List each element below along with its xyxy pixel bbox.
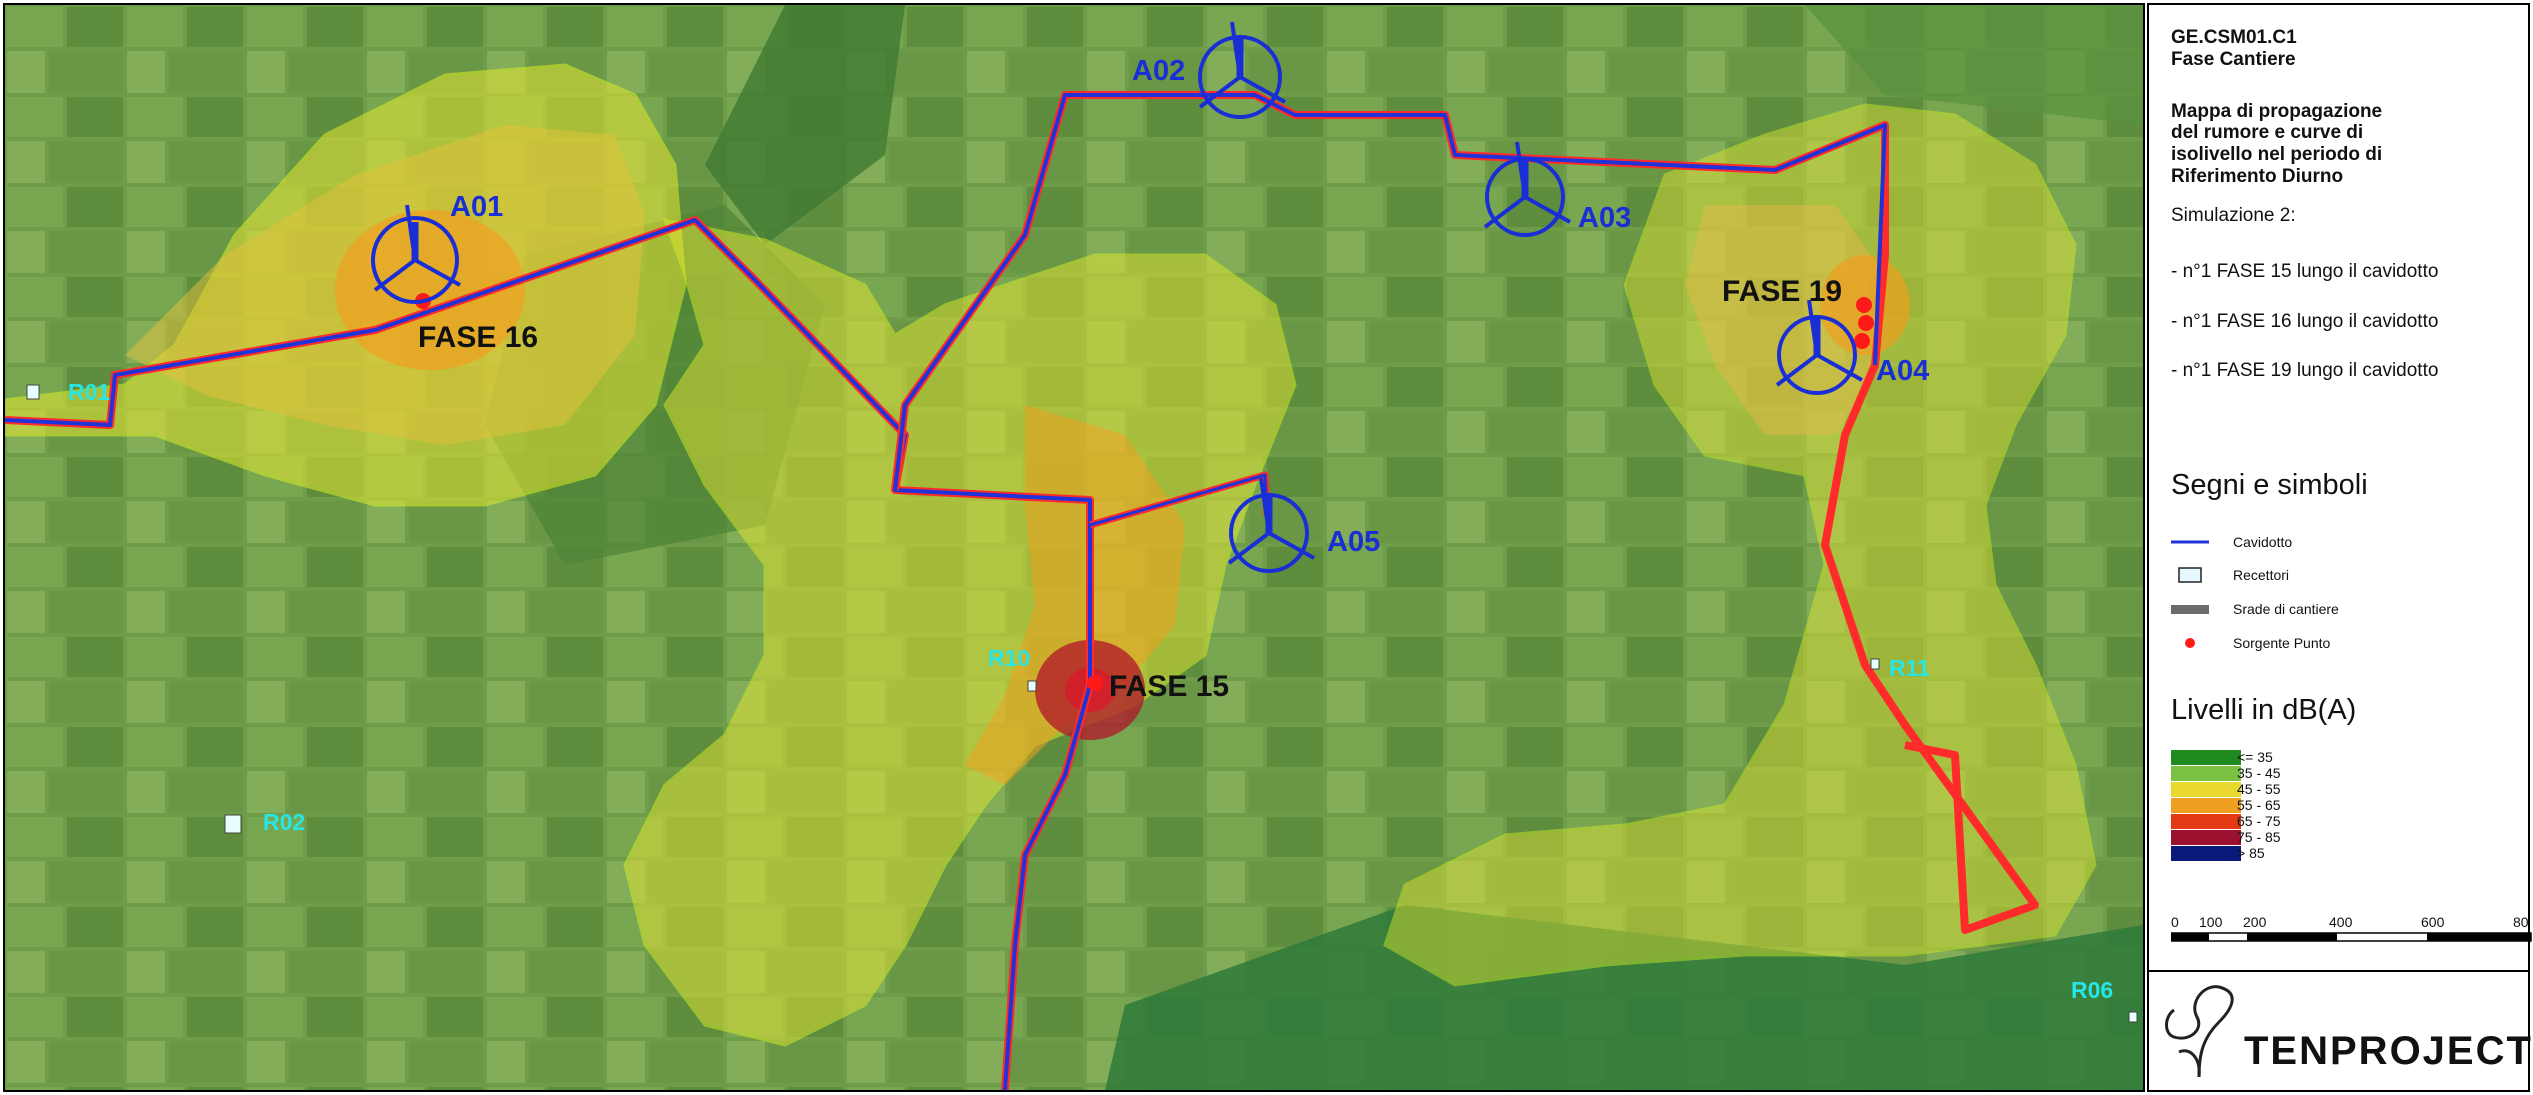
cavidotto-network <box>5 91 2039 1090</box>
receptor-label-r01: R01 <box>68 379 111 405</box>
turbine-label-a02: A02 <box>1132 55 1186 87</box>
ginkgo-leaf-icon <box>2165 985 2234 1078</box>
simulation-item-2: - n°1 FASE 16 lungo il cavidotto <box>2171 311 2439 332</box>
forest-patch <box>1805 5 2143 125</box>
level-swatch <box>2171 846 2241 861</box>
level-swatch <box>2171 814 2241 829</box>
logo-text: TENPROJECT <box>2244 1029 2533 1073</box>
company-logo: TENPROJECT <box>2149 970 2531 1092</box>
level-label: 75 - 85 <box>2237 829 2281 845</box>
document-phase: Fase Cantiere <box>2171 49 2296 70</box>
receptor-label-r10: R10 <box>988 645 1031 671</box>
levels-title: Livelli in dB(A) <box>2171 694 2357 726</box>
level-swatch <box>2171 766 2241 781</box>
turbine-icons <box>371 21 1863 573</box>
blue-line-icon <box>2171 540 2209 544</box>
map-title-line-3: isolivello nel periodo di <box>2171 144 2383 165</box>
scale-tick-200: 200 <box>2243 914 2267 930</box>
level-label: 65 - 75 <box>2237 813 2281 829</box>
legend-panel: GE.CSM01.C1 Fase Cantiere Mappa di propa… <box>2147 3 2533 1092</box>
level-label: 55 - 65 <box>2237 797 2281 813</box>
turbine-label-a04: A04 <box>1876 355 1930 387</box>
noise-map[interactable]: A01 A02 A03 A04 A05 FASE 16 FASE 19 FASE… <box>3 3 2145 1092</box>
receptor-label-r11: R11 <box>1889 655 1930 681</box>
scale-tick-800: 80 <box>2513 914 2529 930</box>
scale-tick-400: 400 <box>2329 914 2353 930</box>
level-swatch <box>2171 782 2241 797</box>
scale-tick-600: 600 <box>2421 914 2445 930</box>
red-dot-icon <box>2185 638 2195 648</box>
receptors <box>26 384 2138 1023</box>
level-label: 35 - 45 <box>2237 765 2281 781</box>
scale-tick-100: 100 <box>2199 914 2223 930</box>
symbols-title: Segni e simboli <box>2171 469 2368 501</box>
scale-bar: 0 100 200 400 600 80 <box>2171 914 2533 944</box>
green-zone <box>1105 905 2143 1090</box>
scale-tick-0: 0 <box>2171 914 2179 930</box>
simulation-item-1: - n°1 FASE 15 lungo il cavidotto <box>2171 261 2439 282</box>
map-title-line-1: Mappa di propagazione <box>2171 101 2383 122</box>
level-label: <= 35 <box>2237 749 2273 765</box>
document-code: GE.CSM01.C1 <box>2171 27 2297 48</box>
turbine-label-a03: A03 <box>1578 202 1632 234</box>
level-swatch <box>2171 830 2241 845</box>
receptor-label-r02: R02 <box>263 809 306 835</box>
simulation-item-3: - n°1 FASE 19 lungo il cavidotto <box>2171 360 2439 381</box>
phase-label-fase19: FASE 19 <box>1722 275 1843 308</box>
map-canvas <box>5 5 2143 1090</box>
scale-bar-graphic <box>2171 932 2532 942</box>
level-label: > 85 <box>2237 845 2265 861</box>
map-title-line-2: del rumore e curve di <box>2171 122 2364 143</box>
receptor-box-icon <box>2178 567 2202 583</box>
phase-label-fase15: FASE 15 <box>1109 670 1230 703</box>
receptor-label-r06: R06 <box>2071 977 2114 1003</box>
turbine-label-a05: A05 <box>1327 526 1381 558</box>
simulation-label: Simulazione 2: <box>2171 205 2296 226</box>
map-title-line-4: Riferimento Diurno <box>2171 166 2344 187</box>
turbine-label-a01: A01 <box>450 191 504 223</box>
grey-road-icon <box>2171 605 2209 614</box>
level-swatch <box>2171 750 2241 765</box>
level-swatch <box>2171 798 2241 813</box>
phase-label-fase16: FASE 16 <box>418 321 539 354</box>
level-label: 45 - 55 <box>2237 781 2281 797</box>
forest-patch <box>705 5 905 245</box>
